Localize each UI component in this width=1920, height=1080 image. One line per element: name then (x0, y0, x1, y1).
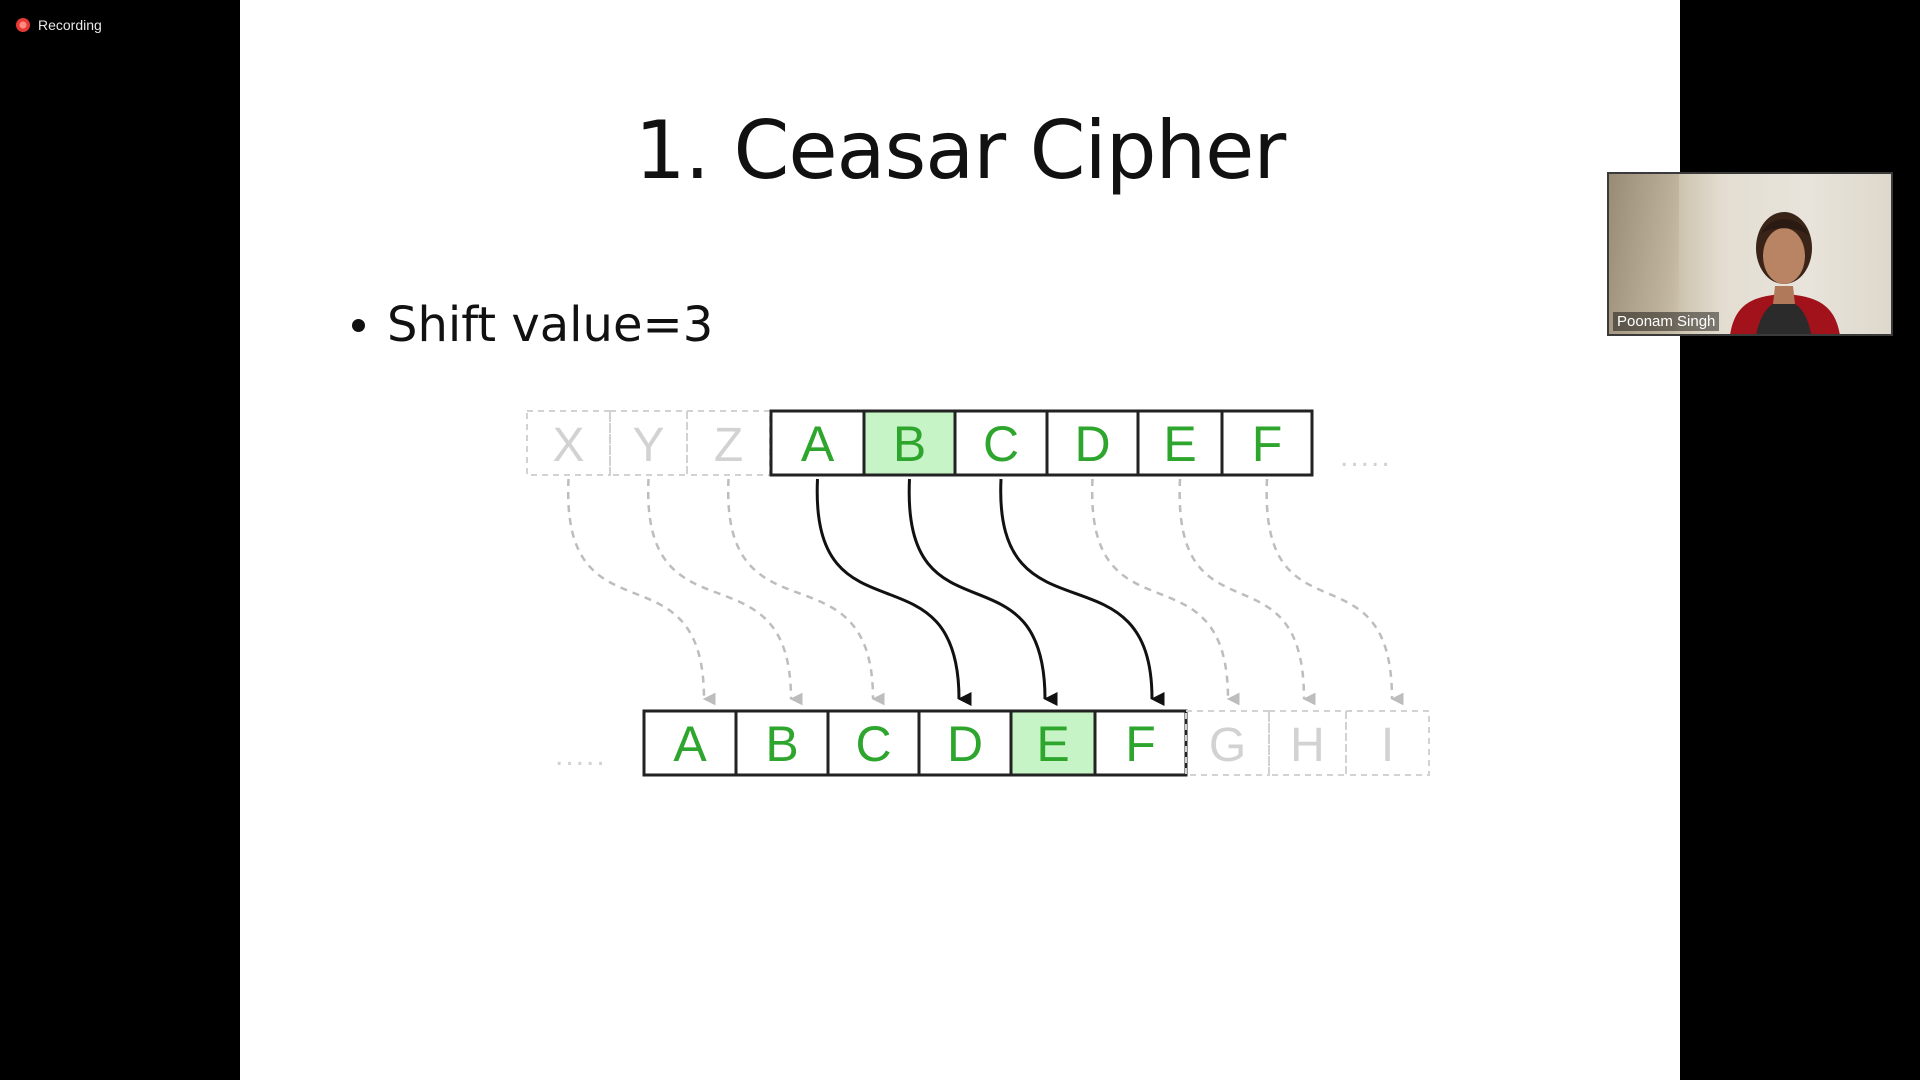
top-letter-a: A (801, 416, 835, 472)
shift-arrow-4 (907, 478, 1058, 706)
bottom-ghost-letter-g: G (1209, 719, 1246, 772)
top-ghost-cell-x (526, 410, 611, 476)
participant-name: Poonam Singh (1613, 312, 1720, 331)
ghost-shift-arrow-2 (727, 478, 885, 706)
bottom-letter-f: F (1125, 716, 1156, 772)
bottom-letter-b: B (765, 716, 798, 772)
slide-title: 1. Ceasar Cipher (634, 104, 1287, 197)
shift-arrow-3 (815, 478, 972, 706)
bottom-cell-a (642, 709, 738, 777)
bottom-ghost-letter-h: H (1290, 719, 1325, 772)
participant-video-tile[interactable]: Poonam Singh (1607, 172, 1893, 336)
ghost-shift-arrow-6 (1091, 478, 1240, 706)
participant-avatar (1730, 212, 1840, 334)
top-letter-c: C (983, 416, 1019, 472)
ghost-shift-arrow-1 (647, 478, 803, 706)
bullet-item: Shift value=3 (352, 290, 713, 360)
bottom-ghost-cell-i (1345, 710, 1430, 776)
video-background (1609, 174, 1679, 334)
top-letter-d: D (1074, 416, 1110, 472)
bottom-cell-c (826, 709, 921, 777)
bullet-text: Shift value=3 (387, 297, 714, 353)
top-ghost-cell-y (609, 410, 688, 476)
bullet-point-icon (352, 318, 365, 332)
bottom-letter-c: C (855, 716, 891, 772)
top-letter-e: E (1163, 416, 1196, 472)
top-letter-b: B (893, 416, 926, 472)
top-ghost-letter-y: Y (632, 419, 664, 472)
bottom-letter-a: A (673, 716, 707, 772)
recording-indicator[interactable]: Recording (16, 14, 102, 36)
top-ghost-letter-x: X (552, 419, 584, 472)
top-cell-f (1220, 409, 1314, 477)
top-ghost-letter-z: Z (714, 419, 743, 472)
bottom-letter-e: E (1036, 716, 1069, 772)
bottom-cell-b (734, 709, 830, 777)
ghost-shift-arrow-0 (567, 478, 716, 706)
bottom-leading-ellipsis: ..... (555, 739, 607, 772)
recording-label: Recording (38, 17, 102, 33)
bottom-cell-f (1093, 709, 1188, 777)
bottom-ghost-cell-g (1185, 710, 1270, 776)
top-cell-a (769, 409, 866, 477)
recording-dot-icon (16, 18, 30, 32)
bottom-ghost-cell-h (1268, 710, 1347, 776)
top-trailing-ellipsis: ..... (1340, 440, 1392, 473)
top-letter-f: F (1252, 416, 1283, 472)
bottom-letter-d: D (947, 716, 983, 772)
shift-arrow-5 (999, 478, 1165, 706)
bottom-ghost-letter-i: I (1381, 719, 1394, 772)
ghost-shift-arrow-8 (1265, 478, 1404, 706)
ghost-shift-arrow-7 (1178, 478, 1316, 706)
